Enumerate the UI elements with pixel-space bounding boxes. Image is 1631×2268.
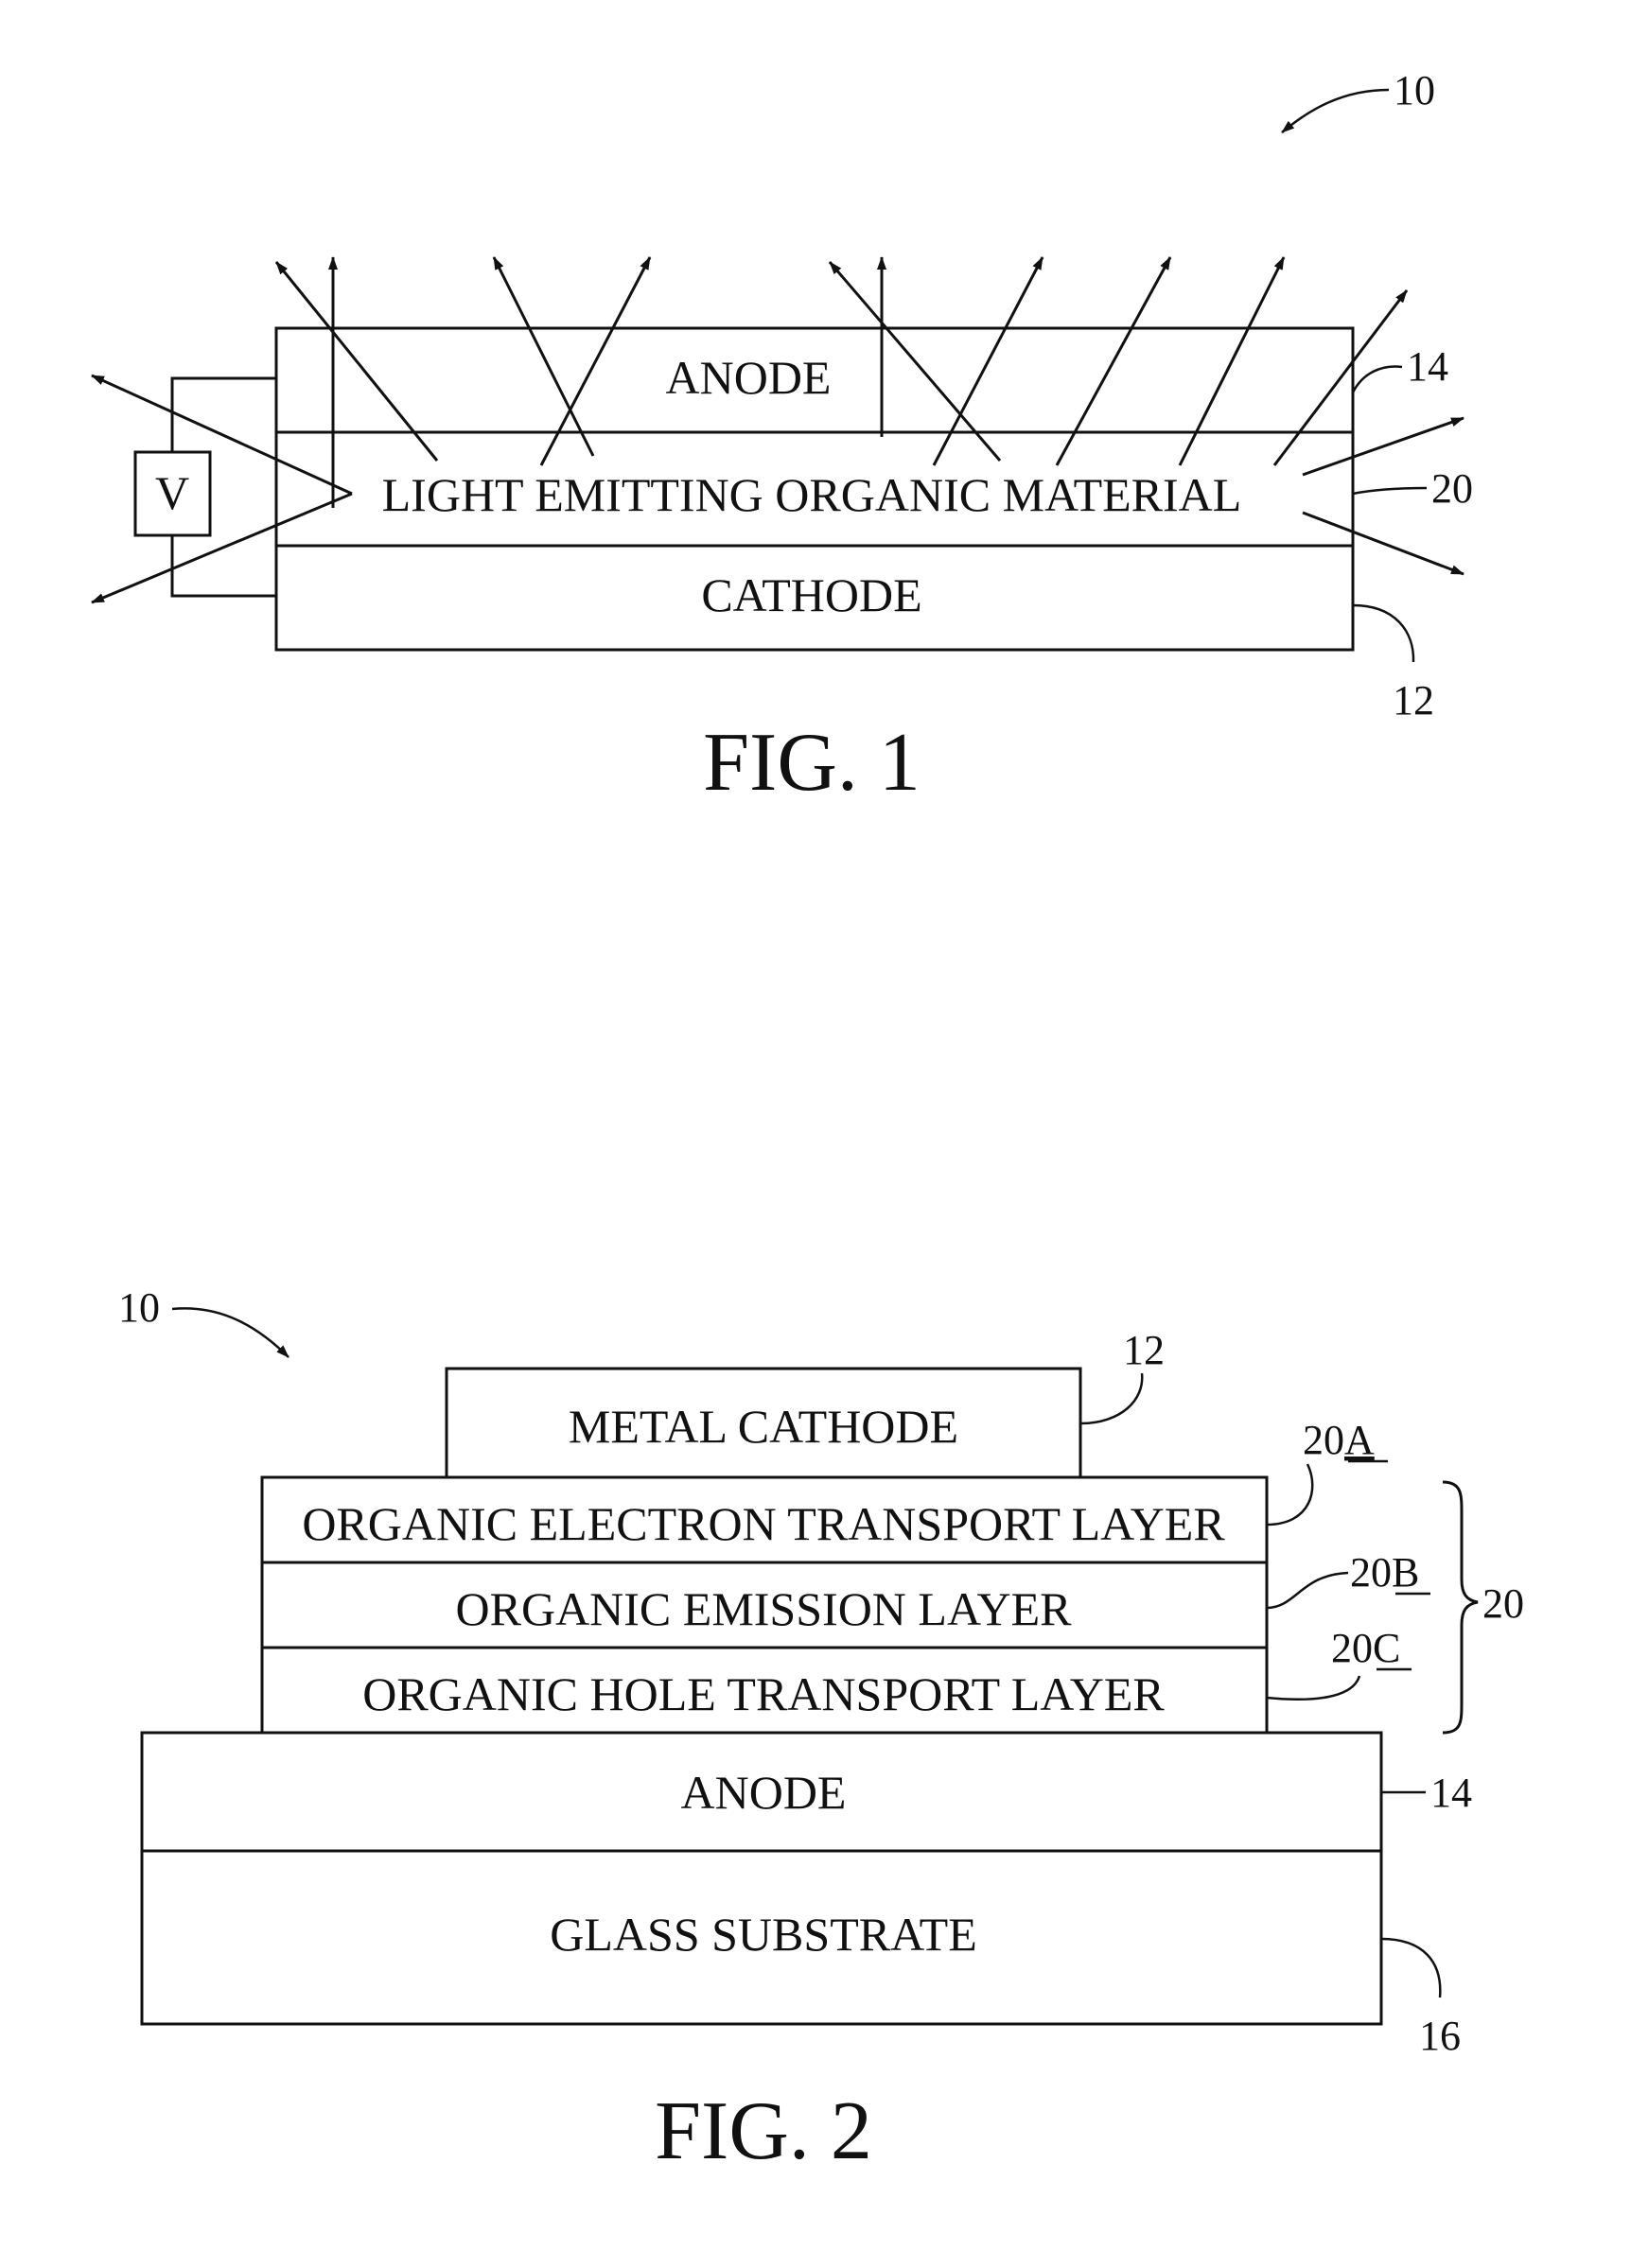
fig1-ref-cathode-leader xyxy=(1353,605,1413,662)
fig1-emitter-label: LIGHT EMITTING ORGANIC MATERIAL xyxy=(382,468,1242,521)
fig1-ref-emitter-leader xyxy=(1353,488,1427,494)
fig2-metal-cathode-label: METAL CATHODE xyxy=(569,1400,958,1453)
fig2-ref-substrate-leader xyxy=(1381,1939,1440,1998)
fig1-ref-anode-leader xyxy=(1353,366,1402,393)
fig1-cathode-label: CATHODE xyxy=(701,568,921,621)
fig2-ref-substrate: 16 xyxy=(1419,2013,1461,2059)
fig2-organic-group-brace xyxy=(1443,1482,1478,1733)
fig2-ref-anode: 14 xyxy=(1430,1770,1472,1816)
fig1-voltage-label: V xyxy=(155,466,189,519)
fig2-ref-device: 10 xyxy=(118,1284,160,1331)
fig2-caption: FIG. 2 xyxy=(655,2085,872,2177)
fig1: ANODE LIGHT EMITTING ORGANIC MATERIAL CA… xyxy=(92,67,1473,809)
fig2-emission-layer-label: ORGANIC EMISSION LAYER xyxy=(456,1582,1073,1635)
fig2-ref-group: 20 xyxy=(1482,1580,1524,1627)
fig1-caption: FIG. 1 xyxy=(703,717,921,809)
fig1-ref-emitter: 20 xyxy=(1431,465,1473,512)
fig2: METAL CATHODE ORGANIC ELECTRON TRANSPORT… xyxy=(118,1284,1524,2177)
fig2-ref-20b: 20B xyxy=(1350,1549,1419,1596)
fig2-ref-20c-leader xyxy=(1267,1676,1359,1700)
fig1-ref-device: 10 xyxy=(1394,67,1435,113)
fig2-ref-20a: 20A xyxy=(1303,1417,1375,1463)
fig1-ref-device-arrow xyxy=(1282,90,1389,132)
fig2-ref-cathode-leader xyxy=(1080,1373,1142,1423)
fig1-ref-anode: 14 xyxy=(1407,343,1448,390)
fig2-ref-20a-leader xyxy=(1267,1464,1312,1525)
fig2-hole-layer-label: ORGANIC HOLE TRANSPORT LAYER xyxy=(362,1667,1165,1720)
fig1-anode-label: ANODE xyxy=(666,351,832,404)
fig2-ref-device-arrow xyxy=(172,1308,289,1357)
fig2-anode-label: ANODE xyxy=(681,1766,847,1819)
fig2-substrate-label: GLASS SUBSTRATE xyxy=(550,1908,977,1961)
fig2-ref-20b-leader xyxy=(1267,1573,1348,1608)
fig2-electron-layer-label: ORGANIC ELECTRON TRANSPORT LAYER xyxy=(302,1497,1225,1550)
fig2-ref-20c: 20C xyxy=(1331,1625,1400,1671)
fig1-ref-cathode: 12 xyxy=(1393,677,1434,724)
fig2-ref-cathode: 12 xyxy=(1123,1327,1165,1373)
